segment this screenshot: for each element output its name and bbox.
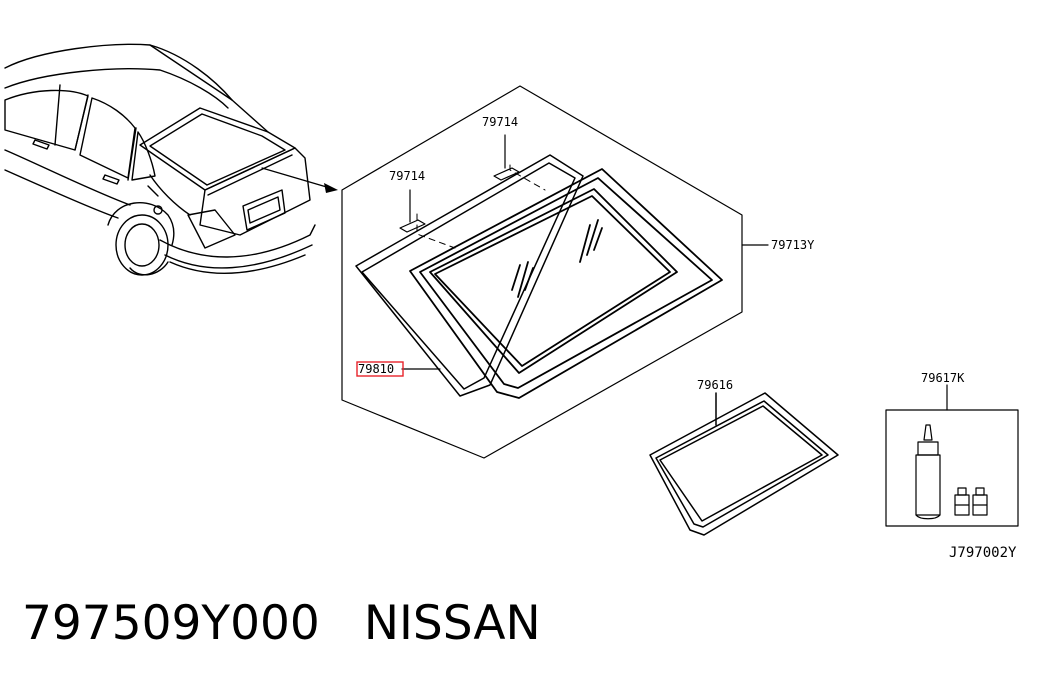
clip-alignment-lines [416, 164, 546, 249]
brand-name: NISSAN [363, 596, 541, 651]
highlight-box [356, 361, 404, 377]
callout-clip-right: 79714 [482, 115, 518, 129]
callout-highlighted-part[interactable]: 79810 [358, 362, 394, 376]
car-to-glass-arrow [261, 167, 338, 193]
callout-clip-left: 79714 [389, 169, 425, 183]
clip-left-part [399, 189, 426, 233]
callout-molding: 79616 [697, 378, 733, 392]
clip-right-part [493, 134, 520, 181]
rear-window-glass [409, 168, 723, 399]
callout-glass-assembly: 79713Y [771, 238, 815, 252]
molding-part [649, 392, 839, 536]
assembly-outline [341, 85, 743, 459]
part-caption: 797509Y000 NISSAN [22, 596, 541, 651]
callout-adhesive-kit: 79617K [921, 371, 965, 385]
glass-seal-part [355, 154, 584, 397]
car-illustration [4, 43, 316, 276]
part-number: 797509Y000 [22, 596, 320, 651]
diagram-code: J797002Y [949, 545, 1017, 561]
adhesive-kit-part [885, 384, 1019, 527]
